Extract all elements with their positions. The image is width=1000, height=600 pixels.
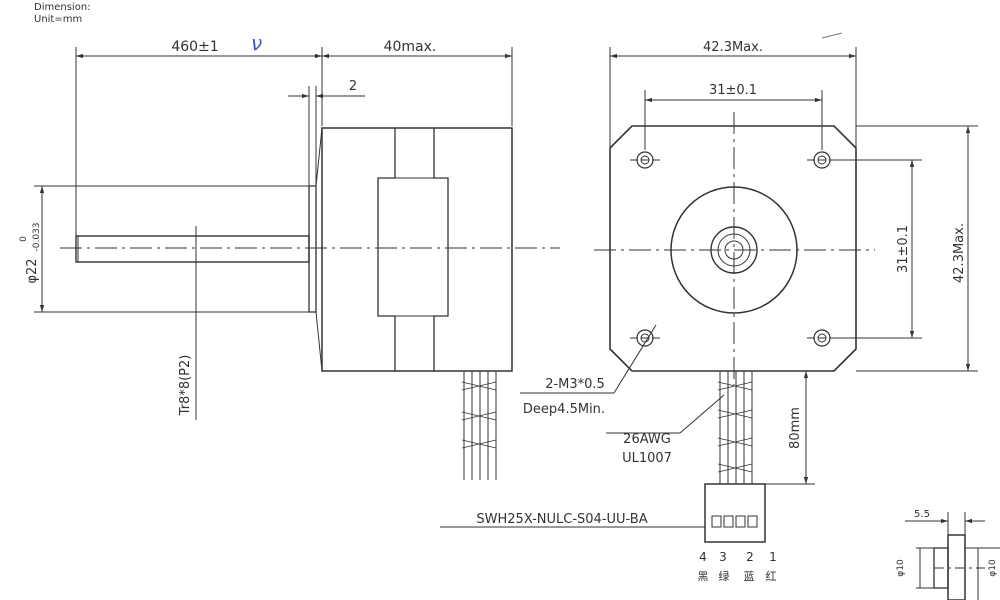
- unit-label: Unit=mm: [34, 14, 83, 25]
- connector-part-number: SWH25X-NULC-S04-UU-BA: [476, 512, 647, 527]
- thread-spec-label: Tr8*8(P2): [178, 355, 193, 417]
- lead-length-label: 460±1: [171, 39, 218, 55]
- motor-body: [321, 127, 513, 372]
- wire-color-red: 红: [766, 570, 777, 583]
- detail-width-label: 5.5: [914, 509, 930, 520]
- lead-screw-shaft: [75, 235, 310, 263]
- side-wires: [461, 371, 497, 480]
- overall-width-label: 42.3Max.: [703, 40, 763, 55]
- front-view: [440, 47, 978, 543]
- side-view: [34, 47, 560, 480]
- pin-number-2: 2: [746, 550, 754, 564]
- hole-spacing-h-label: 31±0.1: [709, 83, 757, 98]
- pin-number-1: 1: [769, 550, 777, 564]
- body-length-label: 40max.: [384, 39, 437, 55]
- wire-color-green: 绿: [719, 569, 730, 583]
- detail-dia-left-label: φ10: [896, 559, 906, 577]
- detail-dia-right-label: φ10: [988, 559, 998, 577]
- shaft-diameter-label: φ22: [25, 258, 40, 283]
- connector-housing: [704, 483, 766, 543]
- front-wires: [717, 371, 753, 484]
- detail-view: [905, 512, 1000, 600]
- hole-spacing-v-label: 31±0.1: [896, 225, 911, 273]
- overall-height-label: 42.3Max.: [952, 223, 967, 283]
- dimension-label: Dimension:: [34, 2, 91, 13]
- wire-standard-label: UL1007: [622, 451, 672, 466]
- wire-color-blue: 蓝: [744, 570, 755, 583]
- shaft-tolerance-lower: -0.033: [32, 222, 42, 251]
- motor-flange: [308, 185, 317, 313]
- mount-holes-label: 2-M3*0.5: [545, 377, 605, 392]
- shaft-tolerance-upper: 0: [19, 236, 29, 242]
- pin-number-3: 3: [719, 550, 727, 564]
- motor-face: [609, 125, 857, 372]
- handwritten-check-mark: ν: [251, 31, 262, 55]
- wire-color-black: 黑: [698, 570, 709, 583]
- hole-depth-label: Deep4.5Min.: [523, 402, 605, 417]
- wire-gauge-label: 26AWG: [623, 432, 671, 447]
- flange-thickness-label: 2: [349, 79, 357, 94]
- pin-number-4: 4: [699, 550, 707, 564]
- lead-length-80-label: 80mm: [788, 407, 803, 449]
